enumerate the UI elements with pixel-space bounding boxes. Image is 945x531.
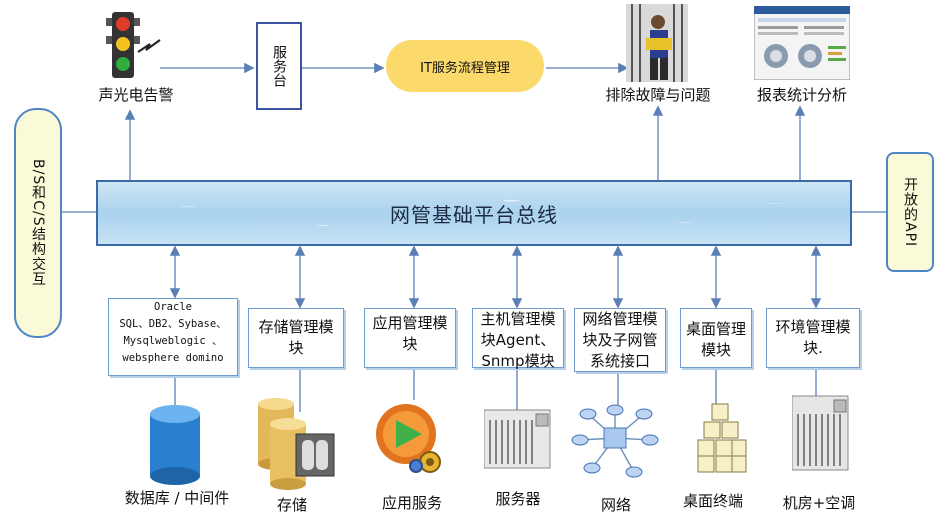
module-line: 桌面管理 [685,320,746,338]
module-line: 主机管理模 [480,310,556,328]
module-line: SQL、DB2、Sybase、 [119,318,227,330]
alarm-label: 声光电告警 [98,86,174,104]
module-line: 块. [803,339,823,357]
report-label: 报表统计分析 [756,86,847,104]
desktop-terminal-label: 桌面终端 [682,492,743,510]
database-middleware-module-box: Oracle SQL、DB2、Sybase、 Mysqlweblogic 、 w… [108,298,238,376]
module-line: 存储管理模 [258,318,334,336]
database-icon [150,405,200,485]
storage-icon [258,398,335,490]
network-topology-icon [571,404,659,478]
report-screen-icon [754,6,850,80]
machine-room-icon [792,395,849,471]
module-line: 模块 [700,341,731,359]
open-api-box: 开放的API [886,152,934,272]
desktop-terminals-icon [697,403,747,473]
network-module-box: 网络管理模 块及子网管 系统接口 [574,308,666,372]
technician-icon [626,4,688,82]
module-line: 块 [288,339,304,357]
module-line: Snmp模块 [481,352,555,370]
bus-label: 网管基础平台总线 [390,202,558,227]
server-icon [484,409,551,469]
module-line: 环境管理模 [775,318,851,336]
platform-bus: 网管基础平台总线 [96,180,852,246]
host-module-box: 主机管理模 块Agent、 Snmp模块 [472,308,564,370]
module-line: 块Agent、 [480,331,556,349]
module-line: 应用管理模 [372,314,448,332]
application-module-box: 应用管理模 块 [364,308,456,368]
environment-module-box: 环境管理模 块. [766,308,860,368]
open-api-label: 开放的API [902,176,918,248]
application-play-icon [376,404,441,473]
database-label: 数据库 / 中间件 [124,489,230,507]
desktop-module-box: 桌面管理 模块 [680,308,752,368]
application-service-label: 应用服务 [381,494,442,512]
module-line: 网络管理模 [582,310,658,328]
service-desk-box: 服务台 [256,22,302,110]
troubleshoot-label: 排除故障与问题 [605,86,711,104]
storage-label: 存储 [276,496,307,514]
network-label: 网络 [600,496,631,514]
module-line: websphere domino [122,352,224,364]
module-line: Oracle [154,301,192,313]
bs-cs-label: B/S和C/S结构交互 [30,159,46,287]
module-line: 块 [402,335,418,353]
server-label: 服务器 [495,490,541,508]
module-line: Mysqlweblogic 、 [123,335,223,347]
traffic-light-icon [106,12,161,78]
module-line: 块及子网管 [582,331,658,349]
storage-module-box: 存储管理模 块 [248,308,344,368]
bs-cs-interaction-oval: B/S和C/S结构交互 [14,108,62,338]
machine-room-label: 机房+空调 [782,494,856,512]
itsm-pill: IT服务流程管理 [386,40,544,92]
module-line: 系统接口 [589,352,650,370]
